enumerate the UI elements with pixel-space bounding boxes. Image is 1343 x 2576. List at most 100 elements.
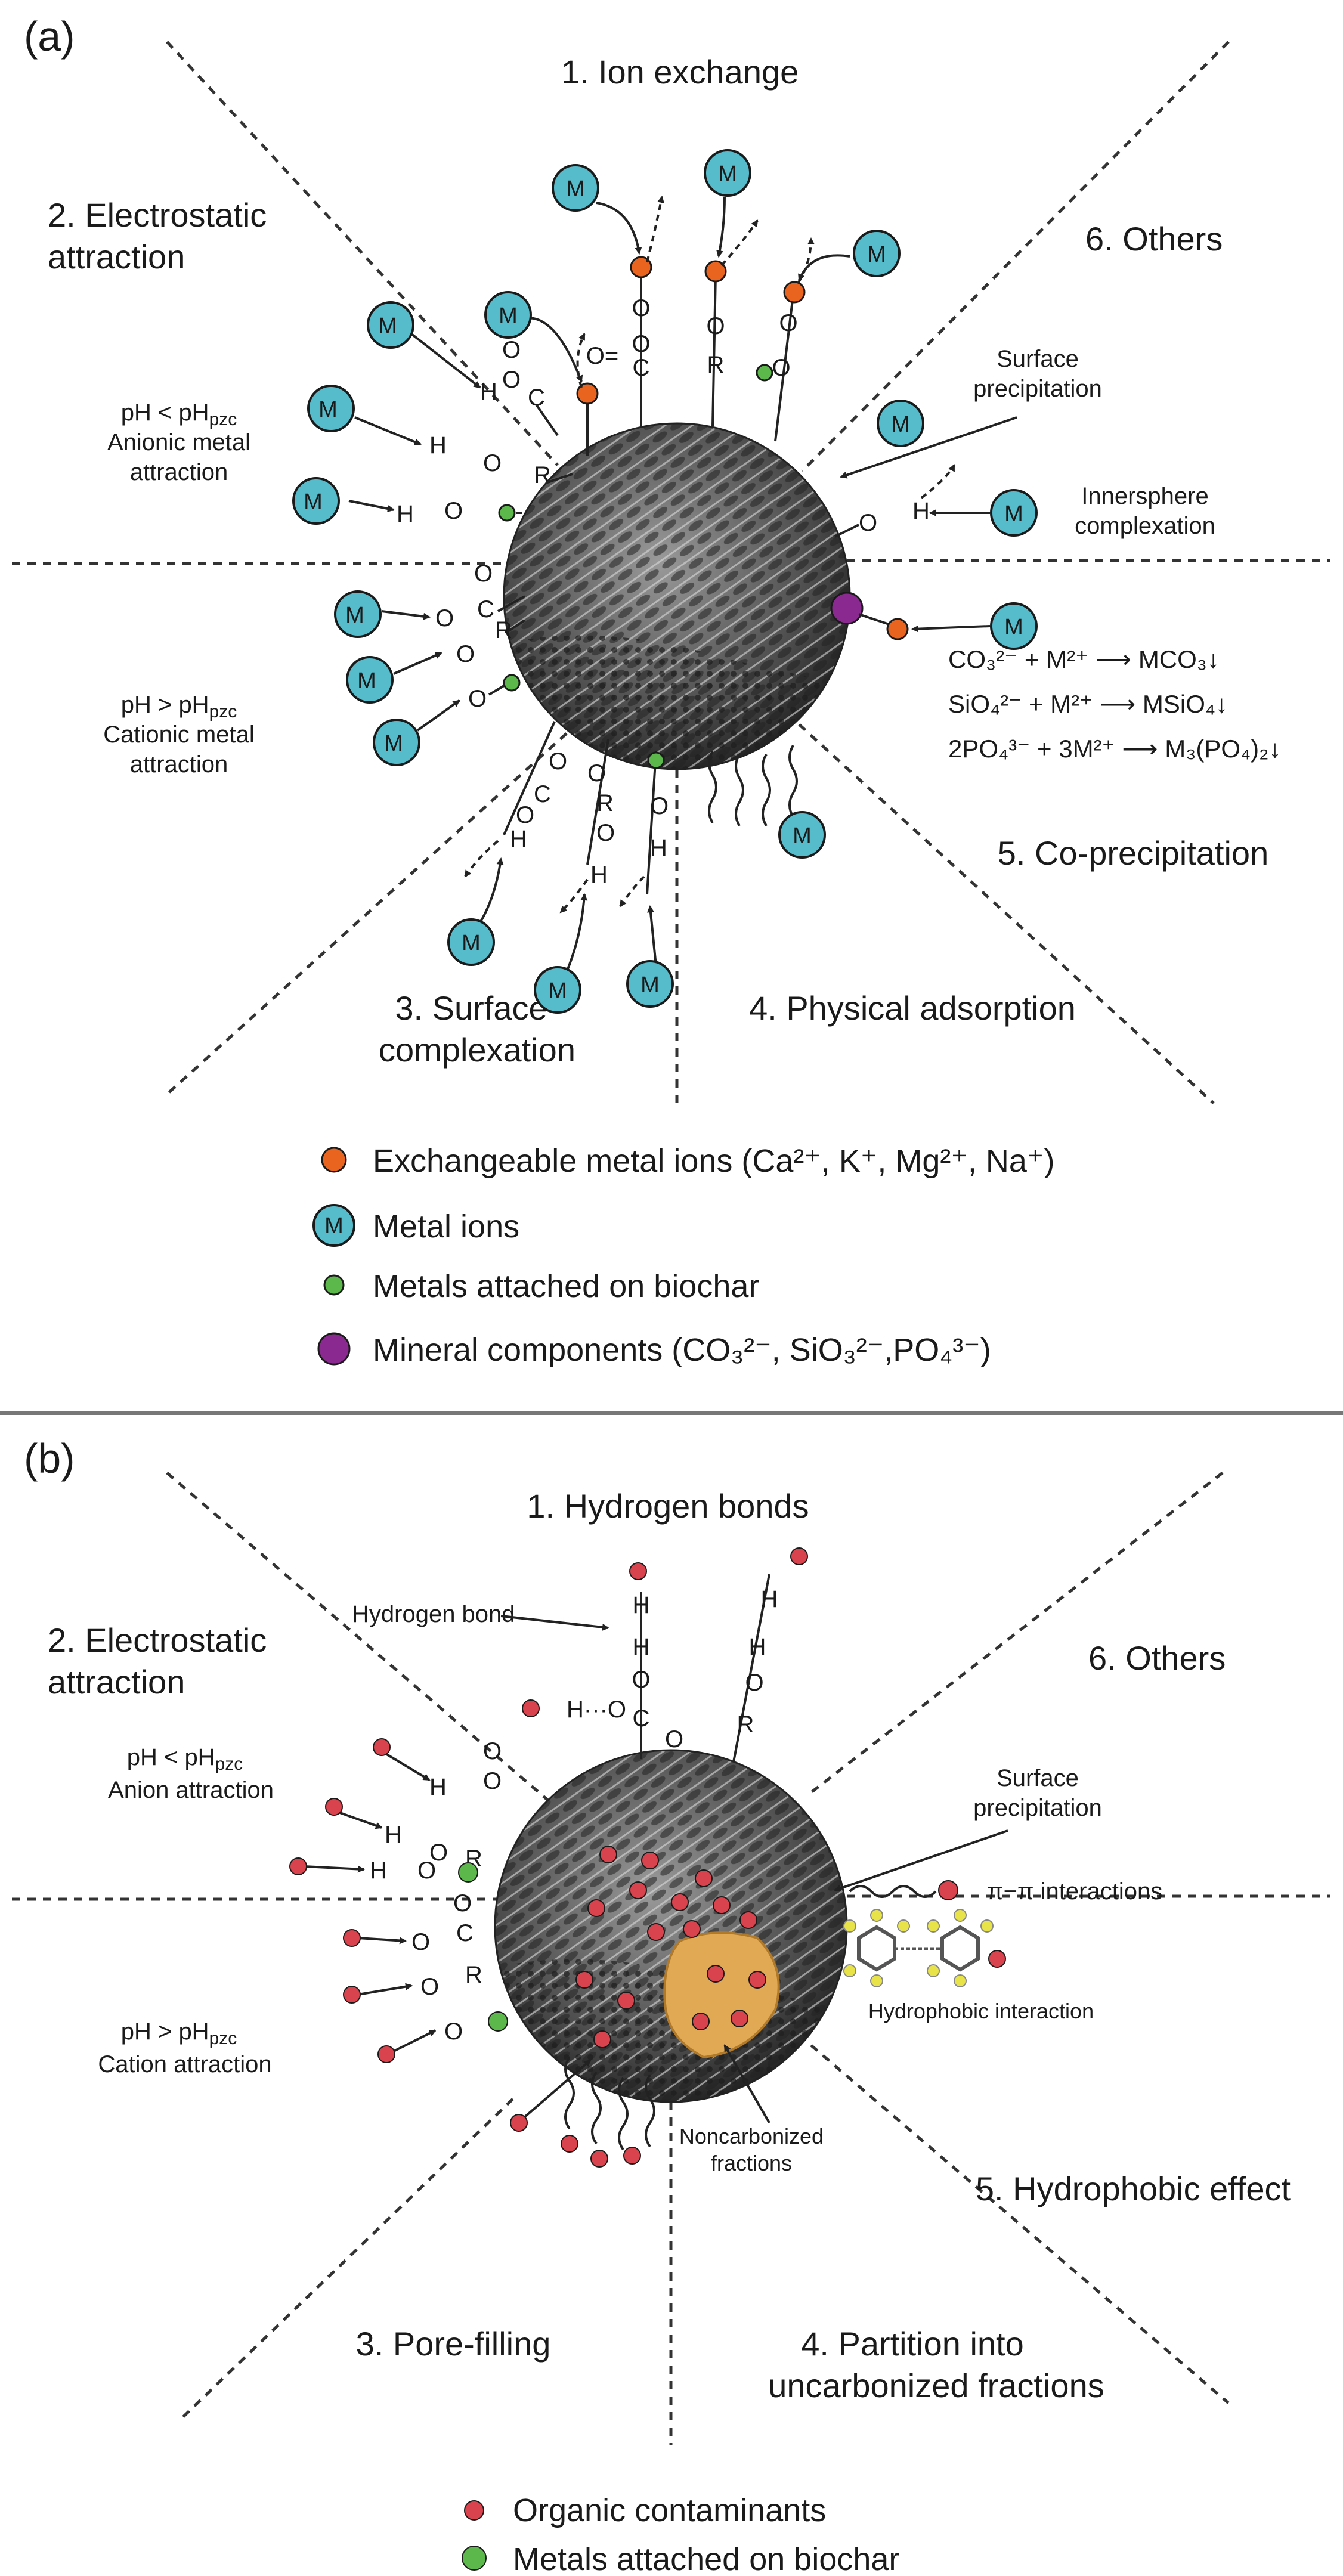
svg-text:M: M: [357, 668, 376, 693]
hydrophobic-molecule: [843, 1909, 1006, 1987]
svg-text:O: O: [483, 450, 502, 476]
svg-text:M: M: [793, 823, 812, 849]
svg-text:O: O: [483, 1738, 502, 1764]
svg-text:R: R: [534, 462, 551, 488]
label-others-a: 6. Others: [1085, 220, 1223, 258]
svg-text:M: M: [566, 177, 585, 202]
condition-anionic-desc-2: attraction: [130, 459, 228, 485]
pi-pi-wave: [849, 1885, 937, 1898]
label-surface-complexation-2: complexation: [379, 1031, 575, 1069]
label-surface-complexation-1: 3. Surface: [395, 989, 547, 1027]
contaminants-in-pores: [575, 1846, 766, 2048]
svg-text:O: O: [474, 561, 493, 587]
svg-text:M: M: [1004, 615, 1023, 640]
svg-text:O: O: [549, 748, 567, 775]
svg-text:R: R: [596, 790, 614, 816]
panel-a-label: (a): [24, 13, 75, 60]
condition-anion-ph: pH < pHpzc: [127, 1744, 243, 1774]
annotation-noncarbonized-2: fractions: [711, 2151, 792, 2175]
svg-text:H: H: [633, 1634, 650, 1660]
annotation-surface-1: Surface: [997, 1765, 1079, 1791]
svg-text:H: H: [480, 379, 497, 405]
equation-silicate: SiO₄²⁻ + M²⁺ ⟶ MSiO₄↓: [948, 690, 1228, 718]
svg-text:C: C: [534, 781, 551, 807]
divider-b-5: [178, 2098, 514, 2422]
label-electrostatic-b-1: 2. Electrostatic: [48, 1621, 267, 1659]
others-surface-2: precipitation: [973, 376, 1102, 402]
svg-text:H···O: H···O: [567, 1696, 626, 1723]
svg-text:H: H: [429, 432, 447, 459]
svg-text:O: O: [779, 310, 797, 336]
svg-text:O: O: [632, 1667, 650, 1693]
condition-cationic-ph: pH > pHpzc: [121, 692, 237, 722]
svg-text:O: O: [665, 1726, 683, 1753]
divider-b-2: [807, 1472, 1224, 1796]
legend-b: Organic contaminants Metals attached on …: [462, 2493, 899, 2576]
svg-text:O: O: [502, 337, 521, 363]
legend-a-mineral: Mineral components (CO₃²⁻, SiO₃²⁻,PO₄³⁻): [373, 1332, 991, 1368]
equation-phosphate: 2PO₄³⁻ + 3M²⁺ ⟶ M₃(PO₄)₂↓: [948, 735, 1281, 763]
condition-anionic-desc-1: Anionic metal: [107, 429, 250, 456]
legend-a-metal-ions: Metal ions: [373, 1209, 519, 1244]
svg-text:H: H: [912, 498, 930, 524]
condition-cation-ph: pH > pHpzc: [121, 2018, 237, 2048]
panel-a: (a) 1. Ion exchange 2. Electrostatic att…: [12, 13, 1330, 1368]
divider-a-1: [166, 41, 559, 466]
svg-text:O: O: [411, 1929, 430, 1955]
svg-text:O: O: [417, 1857, 436, 1884]
svg-text:O: O: [745, 1670, 763, 1696]
label-others-b: 6. Others: [1088, 1639, 1226, 1677]
label-electrostatic-b-2: attraction: [48, 1663, 185, 1701]
label-hydrogen-bonds: 1. Hydrogen bonds: [527, 1487, 809, 1525]
label-ion-exchange: 1. Ion exchange: [561, 53, 799, 91]
label-hydrophobic-effect: 5. Hydrophobic effect: [976, 2170, 1291, 2207]
svg-text:H: H: [429, 1774, 447, 1800]
others-surface-1: Surface: [997, 346, 1079, 372]
svg-text:O: O: [772, 355, 790, 381]
svg-text:O: O: [596, 820, 615, 846]
svg-text:C: C: [456, 1920, 474, 1946]
svg-text:M: M: [318, 397, 338, 422]
divider-a-5: [166, 732, 568, 1095]
svg-text:O: O: [502, 367, 521, 393]
svg-text:O: O: [456, 641, 475, 667]
anionic-groups: H O O C H O R H O: [348, 333, 573, 527]
legend-a: Exchangeable metal ions (Ca²⁺, K⁺, Mg²⁺,…: [312, 1143, 1054, 1368]
svg-text:C: C: [633, 355, 650, 381]
svg-text:M: M: [891, 412, 910, 437]
cationic-groups: O C O O R O: [381, 561, 526, 732]
svg-text:M: M: [640, 973, 660, 998]
svg-text:H: H: [385, 1822, 402, 1848]
physical-adsorption-arrows: [708, 744, 798, 827]
label-pore-filling: 3. Pore-filling: [356, 2325, 551, 2363]
svg-text:M: M: [718, 162, 737, 187]
svg-text:O: O: [435, 605, 454, 631]
svg-text:M: M: [304, 490, 323, 515]
legend-a-attached: Metals attached on biochar: [373, 1268, 759, 1304]
svg-text:R: R: [737, 1711, 754, 1738]
arrow-noncarbonized: [723, 2044, 770, 2123]
equation-carbonate: CO₃²⁻ + M²⁺ ⟶ MCO₃↓: [948, 645, 1220, 673]
anion-groups-b: H O O H O R H O: [289, 1738, 502, 1884]
svg-text:M: M: [384, 731, 403, 756]
svg-text:M: M: [345, 603, 364, 628]
pore-filling-arrows: [510, 2056, 655, 2168]
svg-text:H: H: [510, 826, 527, 852]
svg-text:O: O: [483, 1768, 502, 1794]
label-co-precipitation: 5. Co-precipitation: [998, 834, 1268, 872]
svg-text:C: C: [477, 596, 494, 623]
complexation-groups: O C O O R O H H O H: [464, 721, 669, 973]
co-precipitation-group: [830, 592, 991, 640]
divider-a-6: [798, 723, 1215, 1104]
svg-text:O: O: [859, 510, 877, 536]
arrow-surface-precipitation-b: [834, 1829, 1008, 1892]
ion-exchange-groups: O O C O= O R O O: [521, 196, 850, 456]
svg-text:C: C: [633, 1705, 650, 1732]
svg-text:R: R: [707, 352, 725, 378]
svg-text:H: H: [590, 862, 608, 888]
svg-text:R: R: [465, 1962, 482, 1988]
innersphere-group: O H: [834, 464, 990, 538]
condition-anionic-ph: pH < pHpzc: [121, 400, 237, 429]
svg-text:H: H: [397, 501, 414, 527]
